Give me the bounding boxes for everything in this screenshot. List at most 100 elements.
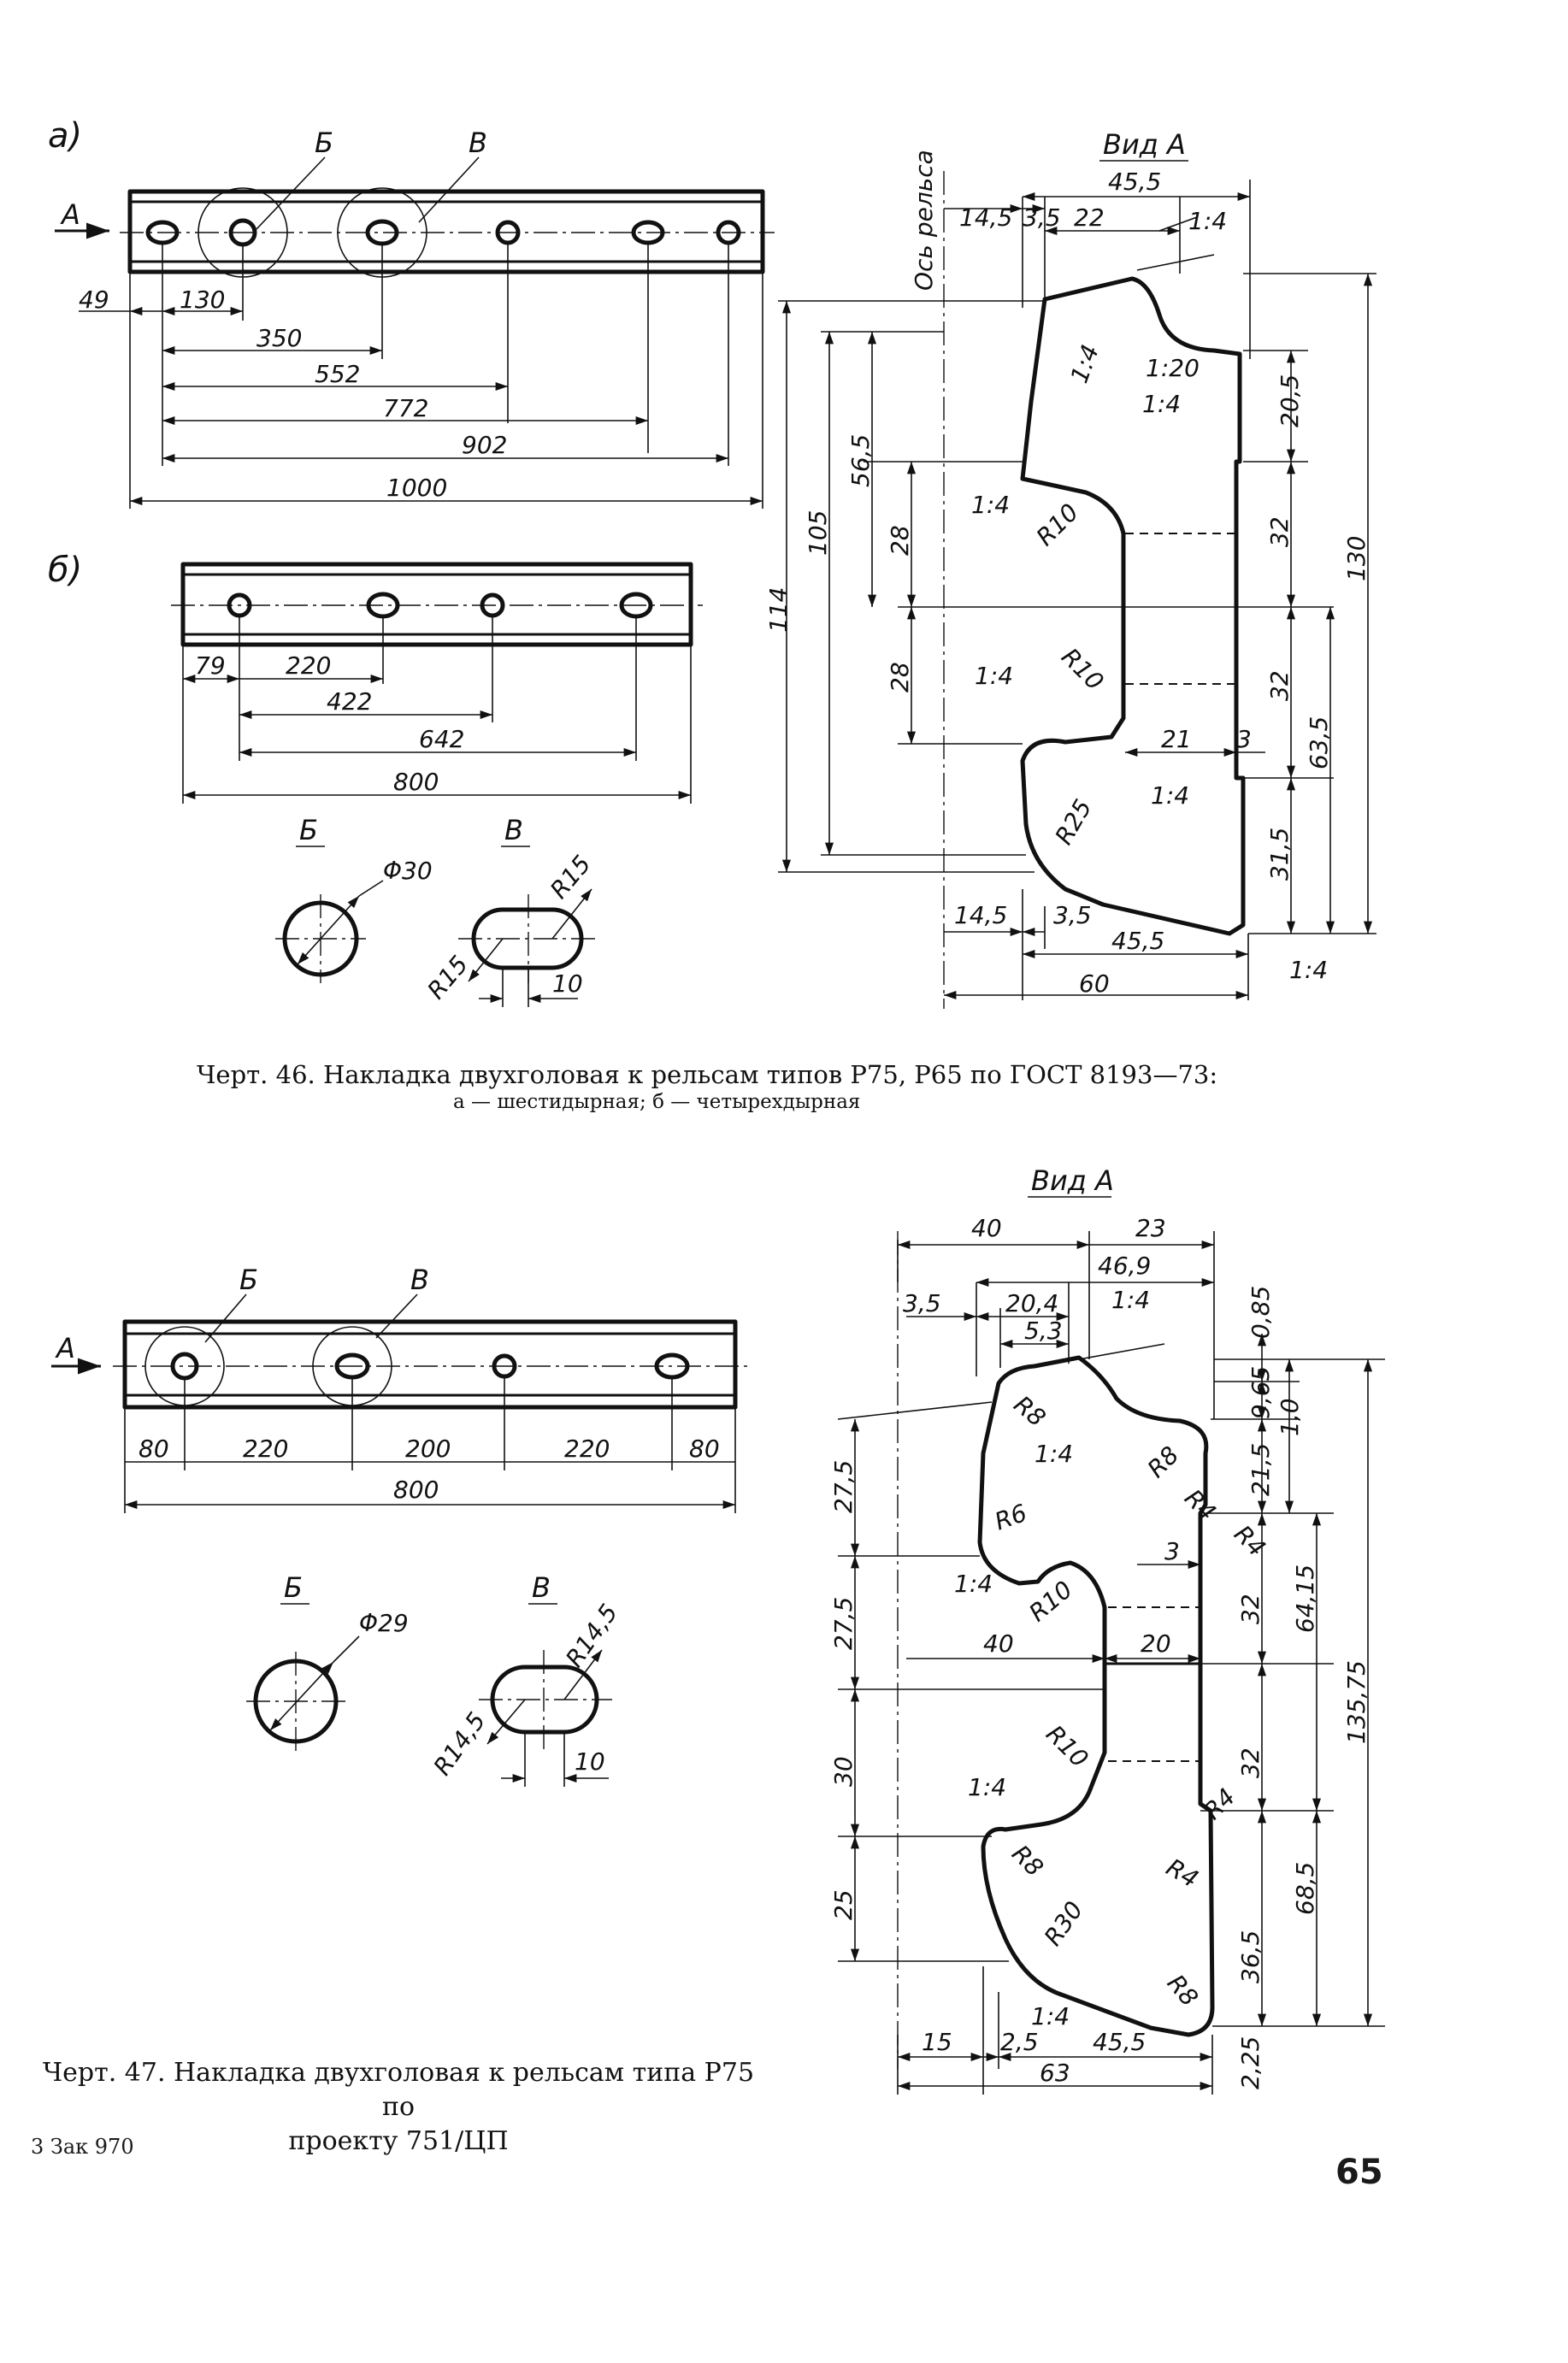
fig47-p-left-3: 25: [829, 1889, 858, 1920]
fig47-plate-dim-0: 80: [139, 1435, 169, 1463]
fig47-p-radius-9: R8: [1006, 1840, 1049, 1883]
fig46-p-slope-0: 1:4: [1188, 207, 1227, 235]
fig46-p-slope-3: 1:4: [1142, 390, 1181, 418]
fig47-view-title: Вид А: [1031, 1164, 1114, 1197]
fig46-a-dim-2: 350: [256, 324, 302, 352]
fig47-p-slope-4: 1:4: [1031, 2002, 1070, 2030]
fig46-p-bot-0: 14,5: [954, 901, 1007, 929]
fig47-p-right-10: 2,25: [1236, 2036, 1264, 2089]
fig47-p-slope-3: 1:4: [968, 1773, 1006, 1801]
fig47-p-right-5: 32: [1236, 1594, 1264, 1624]
fig47-p-slope-0: 1:4: [1111, 1286, 1150, 1314]
fig47-p-top-1: 23: [1135, 1214, 1166, 1242]
fig46-p-bot-1: 3,5: [1053, 901, 1092, 929]
fig47-p-left-2: 30: [829, 1756, 858, 1787]
fig47-p-right-1: 9,65: [1247, 1366, 1275, 1419]
fig46-label-a: а): [48, 116, 82, 156]
fig47-p-left-0: 27,5: [829, 1460, 858, 1513]
fig47-p-radius-3: R4: [1229, 1520, 1271, 1563]
fig46-detail-v: В: [504, 814, 523, 846]
fig46-p-radius-1: R10: [1056, 643, 1109, 696]
fig47-p-radius-11: R8: [1162, 1969, 1204, 2012]
fig47-caption-line2: проекту 751/ЦП: [288, 2126, 509, 2156]
fig46-p-right-4: 63,5: [1305, 716, 1333, 769]
fig46-p-slope-4: 1:4: [971, 491, 1010, 519]
fig47-arrow-label: А: [55, 1332, 75, 1364]
fig46-plate-a: а) Б В А: [48, 116, 775, 509]
fig47-p-right-4: 64,15: [1291, 1565, 1319, 1633]
fig47-p-inner-1: 40: [983, 1629, 1014, 1658]
fig47-p-left-1: 27,5: [829, 1597, 858, 1650]
fig46-p-bot-2: 45,5: [1111, 927, 1164, 955]
fig46-p-right-2: 32: [1265, 670, 1294, 701]
fig47-p-right-3: 21,5: [1247, 1443, 1275, 1496]
fig47-plate-dim-5: 800: [393, 1476, 439, 1504]
fig46-b-dim-3: 642: [419, 725, 464, 753]
fig46-p-inner-0: 21: [1161, 725, 1192, 753]
fig47-p-right-0: 0,85: [1247, 1286, 1275, 1339]
fig46-a-mark-b: Б: [315, 127, 333, 159]
fig46-p-slope-6: 1:4: [1151, 781, 1189, 810]
fig46-plate-b: б) 79 220 422 642 800: [48, 551, 703, 804]
fig47-p-radius-0: R8: [1009, 1390, 1052, 1432]
fig46-caption-title: Черт. 46. Накладка двухголовая к рельсам…: [197, 1060, 1218, 1089]
fig46-p-radius-0: R10: [1031, 498, 1084, 551]
fig47-p-right-2: 1,0: [1276, 1398, 1304, 1436]
fig46-p-left-4: 28: [886, 662, 914, 692]
fig47-p-inner-0: 3: [1164, 1537, 1180, 1565]
fig46-caption-subtitle: а — шестидырная; б — четырехдырная: [453, 1091, 861, 1113]
fig47-p-radius-8: R4: [1162, 1853, 1204, 1893]
fig46-b-dim-1: 220: [286, 651, 331, 680]
fig47-hole-details: Б В Φ29 R14,5 R14,5 10: [246, 1571, 623, 1787]
fig46-a-dim-1: 130: [180, 286, 225, 314]
fig46-p-slope-1: 1:4: [1065, 341, 1105, 387]
fig47-mark-v: В: [410, 1264, 429, 1296]
fig47-p-bot-3: 63: [1040, 2059, 1070, 2087]
fig46-p-top-0: 14,5: [959, 203, 1012, 232]
fig46-p-inner-1: 3: [1236, 725, 1252, 753]
fig46-p-slope-5: 1:4: [975, 662, 1013, 690]
page-number: 65: [1335, 2153, 1383, 2192]
fig46-p-left-3: 28: [886, 525, 914, 556]
fig47-p-radius-4: R6: [991, 1499, 1030, 1536]
fig46-detail-v-r1: R15: [545, 850, 597, 904]
fig47-p-top-3: 3,5: [903, 1289, 941, 1317]
fig46-a-arrow-label: А: [60, 198, 80, 231]
fig47-p-right-7: 68,5: [1291, 1862, 1319, 1915]
fig46-p-left-1: 105: [804, 510, 832, 556]
fig46-detail-v-r2: R15: [421, 951, 474, 1005]
fig46-detail-b-dim: Φ30: [383, 857, 433, 885]
fig46-profile-view: Вид А Ось рельса 14,5 3,5 22 45,5 1:4 1:…: [764, 128, 1376, 1009]
fig47-p-right-8: 36,5: [1236, 1930, 1264, 1983]
fig47-p-radius-2: R4: [1179, 1484, 1222, 1527]
fig46-a-mark-v: В: [469, 127, 487, 159]
fig46-p-slope-7: 1:4: [1289, 956, 1328, 984]
print-order-note: 3 Зак 970: [31, 2135, 134, 2159]
fig46-hole-details: Б В Φ30 R15 R15 10: [275, 814, 598, 1007]
fig47-detail-b-dim: Φ29: [359, 1609, 409, 1637]
fig47-p-top-5: 5,3: [1024, 1317, 1063, 1345]
fig47-detail-v-r2: R14,5: [428, 1707, 492, 1781]
fig47-p-slope-1: 1:4: [1035, 1440, 1073, 1468]
fig47-p-bot-0: 15: [922, 2028, 952, 2056]
fig47-plate-dim-2: 200: [405, 1435, 451, 1463]
fig47-caption-line1: Черт. 47. Накладка двухголовая к рельсам…: [42, 2058, 755, 2122]
fig46-rail-axis: Ось рельса: [910, 150, 938, 291]
fig46-p-bot-3: 60: [1079, 969, 1110, 998]
fig47-p-bot-1: 2,5: [1000, 2028, 1039, 2056]
fig47-p-radius-10: R30: [1039, 1896, 1089, 1951]
fig47-plate-dim-4: 80: [689, 1435, 720, 1463]
fig47-p-inner-2: 20: [1141, 1629, 1171, 1658]
fig46-p-right-1: 32: [1265, 516, 1294, 547]
fig47-plate-dim-1: 220: [243, 1435, 288, 1463]
fig46-caption: Черт. 46. Накладка двухголовая к рельсам…: [197, 1060, 1257, 1113]
fig46-a-dim-0: 49: [79, 286, 109, 314]
fig47-detail-v-r1: R14,5: [560, 1599, 623, 1672]
fig46-a-dim-6: 1000: [386, 474, 447, 502]
fig46-detail-v-w: 10: [552, 969, 583, 998]
fig47-p-slope-2: 1:4: [954, 1570, 993, 1598]
fig46-a-dim-3: 552: [315, 360, 360, 388]
fig47-caption: Черт. 47. Накладка двухголовая к рельсам…: [31, 2056, 766, 2159]
fig47-detail-v-w: 10: [575, 1747, 605, 1776]
